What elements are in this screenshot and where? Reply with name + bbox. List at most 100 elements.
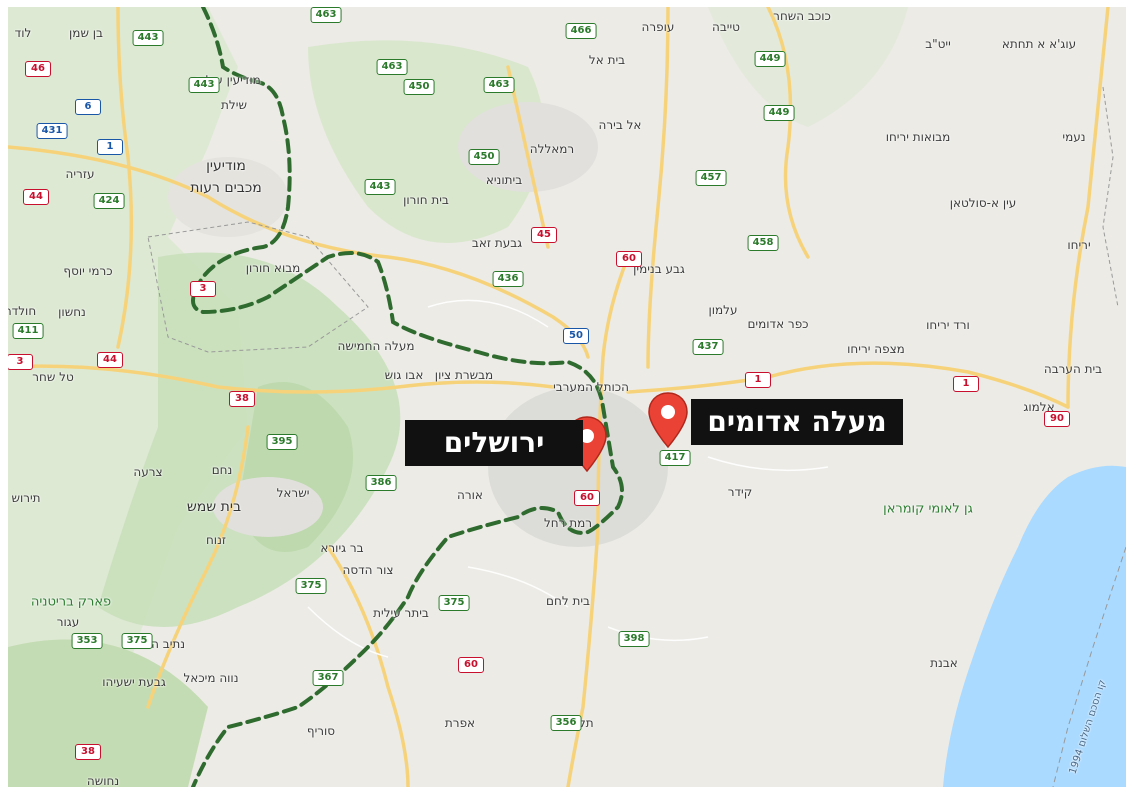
road-shield: 38: [229, 391, 255, 407]
place-label: תירוש: [11, 491, 41, 505]
road-shield: 353: [71, 633, 103, 649]
road-shield: 443: [132, 30, 164, 46]
road-shield: 60: [574, 490, 600, 506]
place-label: כוכב השחר: [773, 9, 831, 23]
place-label: מבשרת ציון: [434, 368, 494, 382]
place-label: נחשון: [58, 305, 86, 319]
road-shield: 463: [376, 59, 408, 75]
place-label: בית שמש: [186, 499, 242, 515]
road-shield: 424: [93, 193, 125, 209]
road-shield: 411: [12, 323, 44, 339]
road-shield: 463: [483, 77, 515, 93]
place-label: אלמוג: [1023, 400, 1055, 414]
place-label: ביתוניא: [485, 173, 523, 187]
place-label: גבע בנימין: [633, 262, 685, 276]
maale-adumim-pin-icon[interactable]: [646, 391, 690, 449]
jerusalem-callout: ירושלים: [405, 420, 583, 466]
road-shield: 431: [36, 123, 68, 139]
place-label: בית לחם: [546, 594, 590, 608]
road-shield: 398: [618, 631, 650, 647]
place-label: בית הערבה: [1043, 362, 1103, 376]
place-label: טל שחר: [32, 370, 74, 384]
road-shield: 449: [754, 51, 786, 67]
place-label: נווה מיכאל: [183, 671, 239, 685]
road-shield: 44: [97, 352, 123, 368]
road-shield: 356: [550, 715, 582, 731]
place-label: עין א-סולטאן: [949, 196, 1017, 210]
maale-adumim-callout: מעלה אדומים: [691, 399, 903, 445]
place-label: צור הדסה: [342, 563, 394, 577]
place-label: כפר אדומים: [747, 317, 809, 331]
place-label: נחם: [211, 463, 233, 477]
road-shield: 367: [312, 670, 344, 686]
place-label: סוריף: [306, 724, 336, 738]
place-label: פארק בריטניה: [30, 594, 112, 610]
place-label: עגור: [56, 615, 80, 629]
road-shield: 443: [188, 77, 220, 93]
road-shield: 458: [747, 235, 779, 251]
place-label: מודיעין: [206, 158, 246, 174]
road-shield: 375: [295, 578, 327, 594]
place-label: קידר: [727, 485, 753, 499]
place-label: בית חורון: [403, 193, 449, 207]
place-label: מבוא חורון: [245, 261, 301, 275]
road-shield: 449: [763, 105, 795, 121]
road-shield: 3: [190, 281, 216, 297]
road-shield: 450: [468, 149, 500, 165]
place-label: בית אל: [588, 53, 626, 67]
place-label: בן שמן: [69, 26, 103, 40]
place-label: אל בירה: [598, 118, 642, 132]
place-label: גבעת ישעיהו: [102, 675, 166, 689]
place-label: אורה: [457, 488, 483, 502]
place-label: רמת רחל: [543, 516, 593, 530]
place-label: ייט"ב: [925, 37, 951, 51]
road-shield: 395: [266, 434, 298, 450]
place-label: נעמי: [1062, 130, 1086, 144]
road-shield: 60: [616, 251, 642, 267]
place-label: עלמון: [708, 303, 738, 317]
place-label: גבעת זאב: [471, 236, 523, 250]
road-shield: 50: [563, 328, 589, 344]
place-label: עוג'א א תחתא: [1001, 37, 1077, 51]
place-label: עופרה: [641, 20, 675, 34]
road-shield: 443: [364, 179, 396, 195]
road-shield: 90: [1044, 411, 1070, 427]
place-label: מבואות יריחו: [885, 130, 951, 144]
road-shield: 46: [25, 61, 51, 77]
road-shield: 436: [492, 271, 524, 287]
place-label: מכבים רעות: [190, 180, 262, 196]
place-label: גן לאומי קומראן: [883, 501, 973, 517]
road-shield: 375: [121, 633, 153, 649]
road-shield: 44: [23, 189, 49, 205]
place-label: מצפה יריחו: [847, 342, 905, 356]
road-shield: 1: [953, 376, 979, 392]
road-shield: 466: [565, 23, 597, 39]
road-shield: 437: [692, 339, 724, 355]
place-label: בר גיורא: [320, 541, 364, 555]
place-label: אפרת: [444, 716, 476, 730]
place-label: אבנת: [930, 656, 958, 670]
place-label: מעלה החמישה: [337, 339, 415, 353]
road-shield: 1: [97, 139, 123, 155]
road-shield: 1: [745, 372, 771, 388]
place-label: לוד: [14, 26, 32, 40]
place-label: חולדה: [8, 304, 37, 318]
place-label: ביתר עילית: [373, 606, 429, 620]
road-shield: 60: [458, 657, 484, 673]
place-label: עזריה: [65, 167, 95, 181]
place-label: אבו גוש: [384, 368, 424, 382]
road-shield: 386: [365, 475, 397, 491]
road-shield: 38: [75, 744, 101, 760]
road-shield: 417: [659, 450, 691, 466]
place-label: צרעה: [133, 465, 163, 479]
map-terrain: [8, 7, 1126, 787]
place-label: ורד יריחו: [926, 318, 970, 332]
road-shield: 3: [8, 354, 33, 370]
road-shield: 45: [531, 227, 557, 243]
road-shield: 450: [403, 79, 435, 95]
place-label: נחושה: [86, 774, 120, 787]
place-label: הכותל המערבי: [553, 380, 629, 394]
road-shield: 457: [695, 170, 727, 186]
place-label: רמאללה: [529, 142, 575, 156]
